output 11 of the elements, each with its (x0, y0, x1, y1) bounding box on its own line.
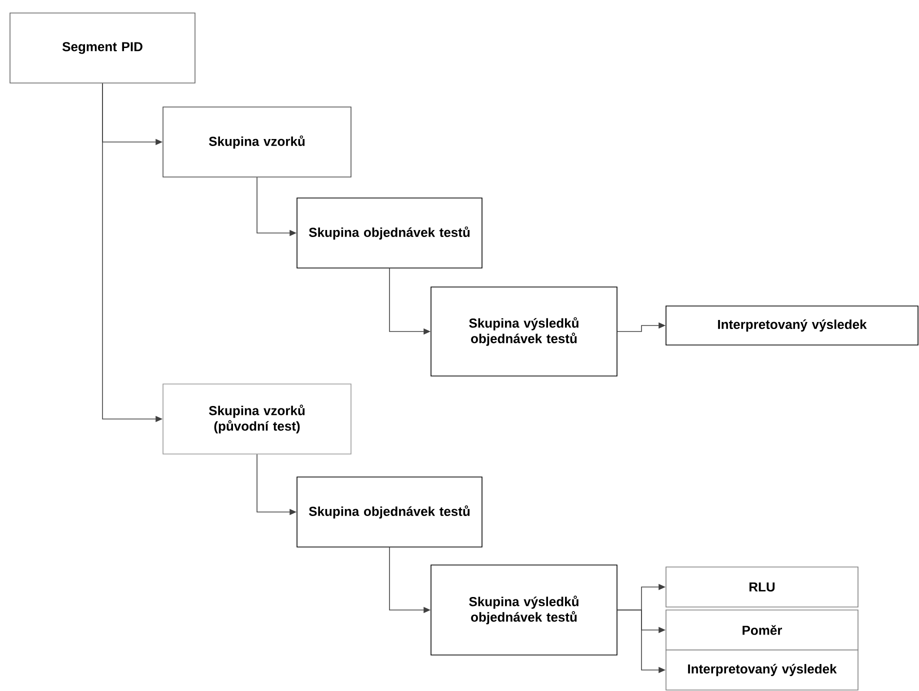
process-box: Poměr (666, 610, 858, 650)
process-box: Skupina vzorků (162, 106, 352, 178)
process-box: Skupina objednávek testů (296, 476, 482, 548)
process-box: Interpretovaný výsledek (666, 650, 858, 690)
process-box: Interpretovaný výsledek (666, 306, 918, 346)
process-box: RLU (666, 566, 858, 608)
process-box: Skupina objednávek testů (296, 198, 482, 268)
process-box: Segment PID (10, 12, 196, 84)
process-box: Skupina vzorků (původní test) (162, 384, 352, 454)
process-box: Skupina výsledků objednávek testů (430, 286, 618, 376)
process-box: Skupina výsledků objednávek testů (430, 564, 618, 656)
